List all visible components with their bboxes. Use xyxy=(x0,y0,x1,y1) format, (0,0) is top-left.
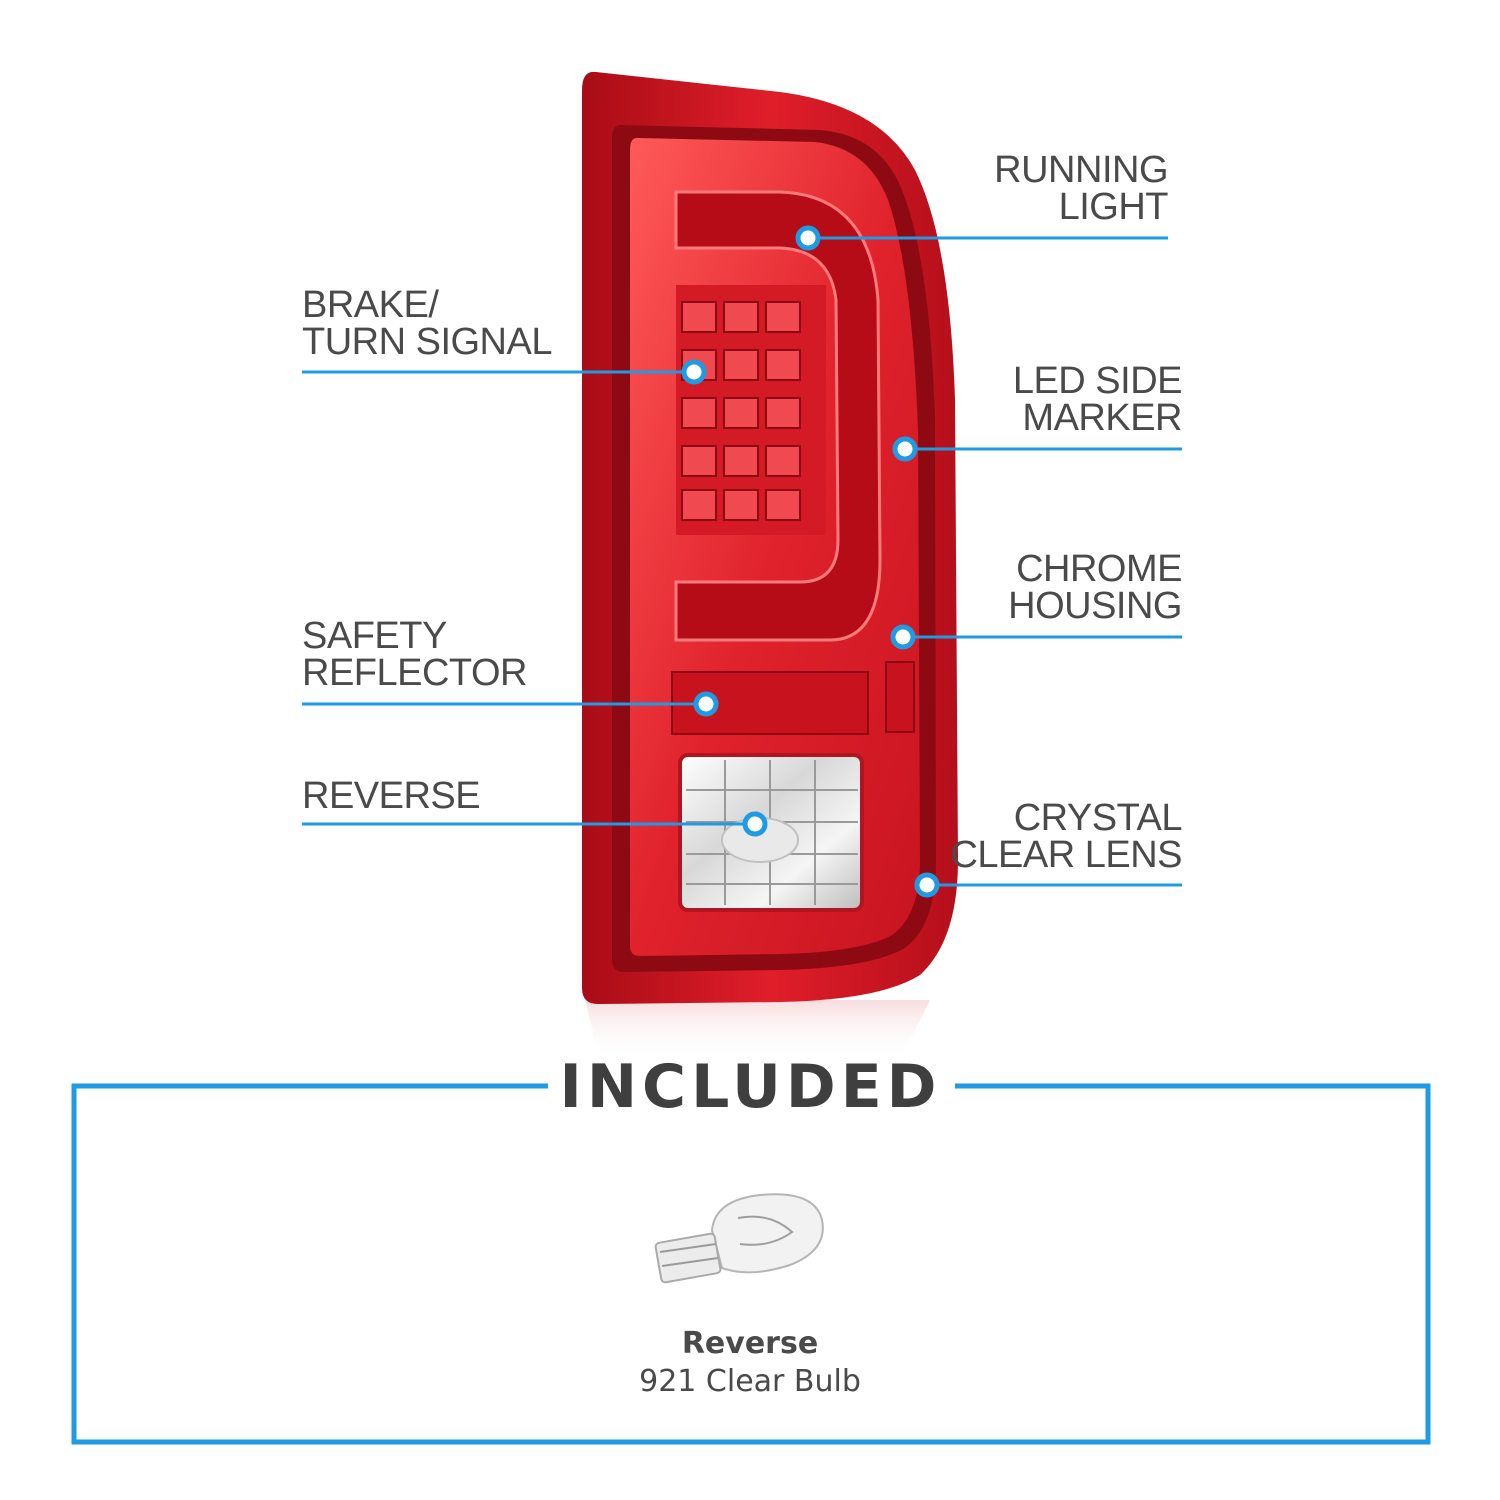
included-item-description: 921 Clear Bulb xyxy=(639,1364,861,1399)
callout-crystal-clear-lens-line1: CRYSTAL xyxy=(1013,797,1183,839)
side-reflector xyxy=(885,661,915,733)
callout-safety-reflector-line1: SAFETY xyxy=(302,615,447,657)
safety-reflector-dot xyxy=(693,691,719,717)
led-side-marker-dot xyxy=(892,436,918,462)
chrome-housing-dot xyxy=(890,624,916,650)
reverse-dot xyxy=(742,811,768,837)
callout-brake-line2: TURN SIGNAL xyxy=(302,321,552,363)
callout-running-light-line2: LIGHT xyxy=(1058,186,1169,228)
callout-running-light: RUNNING LIGHT xyxy=(960,149,1169,228)
reverse-lens xyxy=(678,753,864,912)
included-item-name: Reverse xyxy=(681,1326,819,1361)
callout-reverse: REVERSE xyxy=(302,775,582,817)
callout-chrome-housing-line1: CHROME xyxy=(1016,548,1182,590)
callout-led-side-marker-line1: LED SIDE xyxy=(1012,360,1183,402)
crystal-clear-lens-dot xyxy=(914,872,940,898)
callout-led-side-marker-line2: MARKER xyxy=(1022,397,1182,439)
callout-led-side-marker: LED SIDE MARKER xyxy=(960,360,1183,439)
callout-lines xyxy=(302,236,1182,887)
included-title: INCLUDED xyxy=(548,1052,953,1122)
lamp-reflection xyxy=(585,1000,930,1060)
callout-brake-line1: BRAKE/ xyxy=(302,284,439,326)
running-light-dot xyxy=(795,225,821,251)
callout-safety-reflector: SAFETY REFLECTOR xyxy=(302,615,582,694)
led-grid xyxy=(676,285,826,535)
callout-crystal-clear-lens-line2: CLEAR LENS xyxy=(950,834,1182,876)
callout-crystal-clear-lens: CRYSTAL CLEAR LENS xyxy=(940,797,1183,876)
callout-reverse-line1: REVERSE xyxy=(302,775,481,817)
callout-chrome-housing-line2: HOUSING xyxy=(1008,585,1182,627)
callout-safety-reflector-line2: REFLECTOR xyxy=(302,652,527,694)
brake-turn-dot xyxy=(681,359,707,385)
callout-brake-turn-signal: BRAKE/ TURN SIGNAL xyxy=(302,284,602,363)
included-frame xyxy=(71,1083,1431,1445)
bulb-icon xyxy=(654,1193,824,1284)
callout-chrome-housing: CHROME HOUSING xyxy=(960,548,1182,627)
callout-running-light-line1: RUNNING xyxy=(994,149,1168,191)
